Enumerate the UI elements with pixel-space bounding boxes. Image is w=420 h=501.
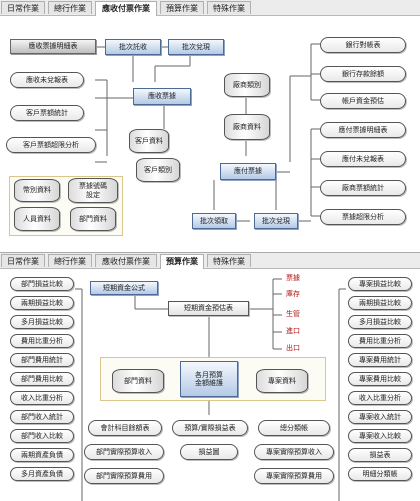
pl-chart[interactable]: 損益圖 <box>180 444 238 460</box>
bill-over-limit[interactable]: 票據超限分析 <box>320 209 406 225</box>
top-flow-panel: 日常作業 總行作業 應收付票作業 預算作業 特殊作業 <box>0 0 420 250</box>
left-report-item[interactable]: 多月損益比較 <box>10 315 74 329</box>
left-report-item[interactable]: 收入比重分析 <box>10 391 74 405</box>
left-report-item[interactable]: 部門費用比較 <box>10 372 74 386</box>
right-report-item[interactable]: 明細分類帳 <box>348 467 412 481</box>
bank-reconcile-report[interactable]: 銀行對帳表 <box>320 37 406 53</box>
tab-budget[interactable]: 預算作業 <box>160 1 204 14</box>
bill-code-line2: 設定 <box>86 190 100 199</box>
left-report-item[interactable]: 兩期資產負債 <box>10 448 74 462</box>
cust-data-db[interactable]: 客戶資料 <box>129 129 169 153</box>
right-report-item[interactable]: 收入比重分析 <box>348 391 412 405</box>
recv-detail-report[interactable]: 應收票據明細表 <box>10 39 96 54</box>
right-report-item[interactable]: 多月損益比較 <box>348 315 412 329</box>
top-flow-canvas: 應收票據明細表 應收未兌報表 客戶票額統計 客戶票額超限分析 批次託收 批次兌現… <box>0 16 420 250</box>
source-bills: 票據 <box>286 274 300 282</box>
pay-bill-entry[interactable]: 應付票據 <box>220 163 276 180</box>
monthly-budget-line2: 金額維護 <box>195 379 223 387</box>
right-report-item[interactable]: 損益表 <box>348 448 412 462</box>
vendor-type-db[interactable]: 廠商類別 <box>224 73 270 97</box>
budget-actual-pl[interactable]: 預算/實際損益表 <box>172 420 248 436</box>
tab-budget[interactable]: 預算作業 <box>160 254 204 269</box>
top-tab-bar: 日常作業 總行作業 應收付票作業 預算作業 特殊作業 <box>0 0 420 16</box>
source-export: 出口 <box>286 344 300 352</box>
right-report-item[interactable]: 兩期損益比較 <box>348 296 412 310</box>
acct-balance-report[interactable]: 會計科目餘額表 <box>88 420 162 436</box>
dept-actual-budget-expense[interactable]: 部門實際預算費用 <box>84 468 164 484</box>
pay-detail-report[interactable]: 應付票據明細表 <box>320 122 406 138</box>
monthly-budget-maintain[interactable]: 各月預算 金額維護 <box>180 361 238 397</box>
pay-overdue-report[interactable]: 應付未兌報表 <box>320 151 406 167</box>
source-production: 生管 <box>286 310 300 318</box>
left-report-item[interactable]: 多月資產負債 <box>10 467 74 481</box>
right-report-item[interactable]: 專案收入比較 <box>348 429 412 443</box>
bottom-flow-canvas: 短期資金公式 短期資金預估表 票據 庫存 生管 進口 出口 部門資料 各月預算 … <box>0 269 420 501</box>
project-data-db[interactable]: 專案資料 <box>256 369 308 393</box>
left-report-item[interactable]: 部門費用統計 <box>10 353 74 367</box>
batch-cash2-button[interactable]: 批次兌現 <box>254 213 298 229</box>
currency-db[interactable]: 幣別資料 <box>14 179 60 202</box>
left-report-item[interactable]: 兩期損益比較 <box>10 296 74 310</box>
right-report-item[interactable]: 專案費用比較 <box>348 372 412 386</box>
tab-head-office[interactable]: 總行作業 <box>48 254 92 267</box>
short-fund-formula[interactable]: 短期資金公式 <box>90 281 158 295</box>
right-report-item[interactable]: 專案損益比較 <box>348 277 412 291</box>
left-report-item[interactable]: 部門收入統計 <box>10 410 74 424</box>
bill-code-line1: 票據號碼 <box>79 182 107 191</box>
bill-code-setting[interactable]: 票據號碼 設定 <box>68 178 118 203</box>
bottom-flow-panel: 日常作業 總行作業 應收付票作業 預算作業 特殊作業 <box>0 252 420 501</box>
source-inventory: 庫存 <box>286 290 300 298</box>
bottom-tab-bar: 日常作業 總行作業 應收付票作業 預算作業 特殊作業 <box>0 253 420 269</box>
staff-db[interactable]: 人員資料 <box>14 207 60 231</box>
source-import: 進口 <box>286 327 300 335</box>
cust-amount-stat[interactable]: 客戶票額統計 <box>10 105 84 121</box>
dept-data-db[interactable]: 部門資料 <box>112 369 164 393</box>
right-report-item[interactable]: 專案費用統計 <box>348 353 412 367</box>
monthly-budget-line1: 各月預算 <box>195 370 223 379</box>
right-report-item[interactable]: 專案收入統計 <box>348 410 412 424</box>
batch-draw-button[interactable]: 批次領取 <box>192 213 236 229</box>
dept-db[interactable]: 部門資料 <box>70 207 116 231</box>
acct-fund-forecast[interactable]: 帳戶資金預估 <box>320 93 406 109</box>
cust-type-db[interactable]: 客戶類別 <box>136 158 180 182</box>
dept-actual-budget-income[interactable]: 部門實際預算收入 <box>84 444 164 460</box>
tab-special[interactable]: 特殊作業 <box>207 1 251 14</box>
right-report-item[interactable]: 費用比重分析 <box>348 334 412 348</box>
project-actual-budget-income[interactable]: 專案實際預算收入 <box>254 444 334 460</box>
recv-overdue-report[interactable]: 應收未兌報表 <box>10 72 84 88</box>
project-actual-budget-expense[interactable]: 專案實際預算費用 <box>254 468 334 484</box>
tab-daily[interactable]: 日常作業 <box>1 1 45 14</box>
tab-receivable-payable[interactable]: 應收付票作業 <box>95 1 157 16</box>
tab-receivable-payable[interactable]: 應收付票作業 <box>95 254 157 267</box>
batch-cash-button[interactable]: 批次兌現 <box>168 39 224 55</box>
recv-bill-entry[interactable]: 應收票據 <box>133 88 191 105</box>
short-fund-forecast[interactable]: 短期資金預估表 <box>168 301 249 316</box>
tab-daily[interactable]: 日常作業 <box>1 254 45 267</box>
vendor-amount-stat[interactable]: 廠商票額統計 <box>320 180 406 196</box>
tab-special[interactable]: 特殊作業 <box>207 254 251 267</box>
general-ledger[interactable]: 總分類帳 <box>258 420 330 436</box>
left-report-item[interactable]: 部門損益比較 <box>10 277 74 291</box>
tab-head-office[interactable]: 總行作業 <box>48 1 92 14</box>
batch-collect-button[interactable]: 批次託收 <box>105 39 161 55</box>
cust-over-limit[interactable]: 客戶票額超限分析 <box>6 137 96 153</box>
left-report-item[interactable]: 費用比重分析 <box>10 334 74 348</box>
vendor-data-db[interactable]: 廠商資料 <box>224 114 270 140</box>
left-report-item[interactable]: 部門收入比較 <box>10 429 74 443</box>
bank-balance-report[interactable]: 銀行存款餘額 <box>320 66 406 82</box>
